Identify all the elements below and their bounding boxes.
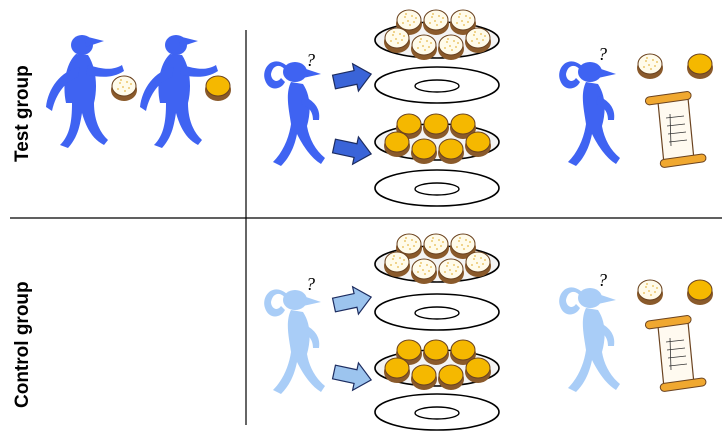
cookie-gold-icon xyxy=(687,54,713,79)
cookie-plain-icon xyxy=(111,76,137,101)
plate-icon xyxy=(375,67,499,103)
question-mark-icon: ? xyxy=(306,274,315,294)
cookie-gold-icon xyxy=(465,132,491,157)
scroll-icon xyxy=(645,315,707,392)
cookie-plain-icon xyxy=(423,10,449,35)
cookie-gold-icon xyxy=(423,114,449,139)
person-icon xyxy=(264,61,325,166)
cookie-plain-icon xyxy=(438,35,464,60)
question-mark-icon: ? xyxy=(598,270,607,290)
plate-icon xyxy=(375,394,499,430)
cookie-gold-icon xyxy=(205,76,231,101)
person-icon xyxy=(559,61,620,166)
question-mark-icon: ? xyxy=(598,44,607,64)
cookie-plain-icon xyxy=(411,259,437,284)
cookie-plain-icon xyxy=(384,28,410,53)
arrow-icon xyxy=(331,60,374,95)
cookie-gold-icon xyxy=(465,358,491,383)
cookie-gold-icon xyxy=(687,280,713,305)
cookie-plain-icon xyxy=(465,252,491,277)
cookie-gold-icon xyxy=(438,365,464,390)
plate-icon xyxy=(375,170,499,206)
cookie-plain-icon xyxy=(465,28,491,53)
cookie-gold-icon xyxy=(411,365,437,390)
person-icon xyxy=(264,289,325,394)
cookie-plain-icon xyxy=(384,252,410,277)
cookie-gold-icon xyxy=(423,340,449,365)
cookie-gold-icon xyxy=(411,139,437,164)
person-icon xyxy=(559,287,620,392)
cookie-gold-icon xyxy=(384,132,410,157)
arrow-icon xyxy=(331,283,374,318)
cookie-plain-icon xyxy=(423,234,449,259)
cookie-plain-icon xyxy=(637,54,663,79)
arrow-icon xyxy=(331,132,374,167)
cookie-gold-icon xyxy=(438,139,464,164)
cookie-plain-icon xyxy=(637,280,663,305)
arrow-icon xyxy=(331,358,374,393)
cookie-plain-icon xyxy=(411,35,437,60)
plate-icon xyxy=(375,294,499,330)
cookie-plain-icon xyxy=(438,259,464,284)
scroll-icon xyxy=(645,91,707,168)
question-mark-icon: ? xyxy=(306,50,315,70)
cookie-gold-icon xyxy=(384,358,410,383)
